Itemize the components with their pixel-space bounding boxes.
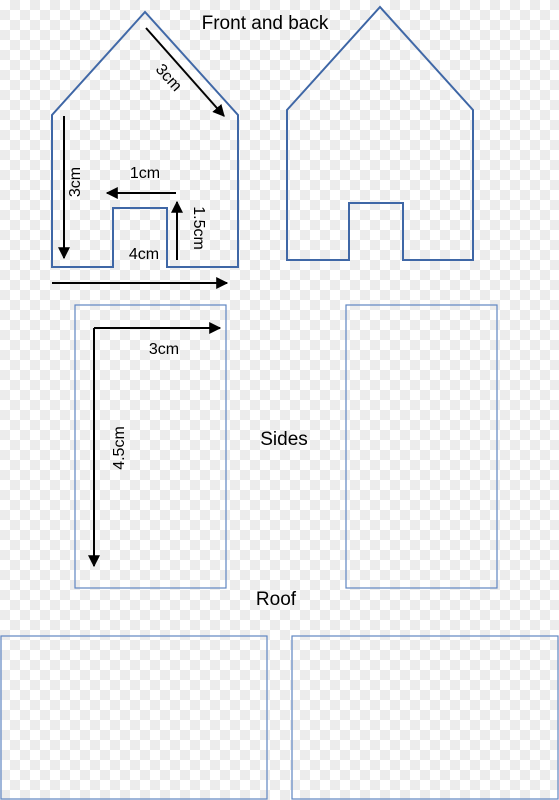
wall-height-label: 3cm bbox=[67, 167, 84, 197]
sides-title: Sides bbox=[260, 429, 308, 450]
side-height-label: 4.5cm bbox=[111, 426, 128, 470]
back-house-outline bbox=[286, 5, 474, 261]
roof-panel-right bbox=[291, 635, 559, 800]
front-house-outline bbox=[51, 10, 239, 268]
roof-slope-arrow bbox=[145, 27, 225, 117]
side-panel-right bbox=[345, 304, 498, 589]
roof-panel-left bbox=[0, 635, 268, 800]
door-width-label: 1cm bbox=[130, 165, 160, 182]
front-back-title: Front and back bbox=[202, 13, 329, 34]
side-width-label: 3cm bbox=[149, 341, 179, 358]
base-width-label: 4cm bbox=[129, 246, 159, 263]
roof-title: Roof bbox=[256, 589, 297, 610]
side-panel-left bbox=[74, 304, 227, 589]
door-height-label: 1.5cm bbox=[190, 206, 207, 250]
